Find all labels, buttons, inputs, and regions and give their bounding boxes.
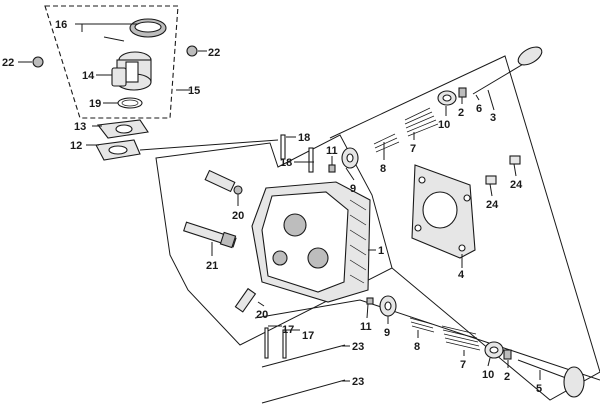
callout-1: 1 <box>378 245 384 257</box>
callout-15: 15 <box>188 85 200 97</box>
cylinder-head <box>251 181 371 303</box>
callout-20-top: 20 <box>232 210 244 222</box>
valve-keeper-top <box>458 87 467 98</box>
callout-6: 6 <box>476 103 482 115</box>
cylinder-head-gasket <box>411 164 476 259</box>
callout-9-bottom: 9 <box>384 327 390 339</box>
callout-8-bottom: 8 <box>414 341 420 353</box>
callouts: 16 22 22 14 15 19 13 12 18 18 11 9 20 21… <box>2 19 542 395</box>
valve-spring-inner-top <box>373 133 400 153</box>
callout-21: 21 <box>206 260 218 272</box>
dowel-24-a <box>485 175 497 185</box>
valve-spring-outer-top <box>404 107 439 137</box>
thermostat <box>111 67 127 87</box>
callout-18-top: 18 <box>298 132 310 144</box>
bolt-22-left <box>32 56 44 68</box>
exhaust-valve <box>517 359 585 398</box>
callout-24-left: 24 <box>486 199 499 211</box>
long-stud-23-a <box>261 344 346 368</box>
callout-3: 3 <box>490 112 496 124</box>
exhaust-valve-frame <box>254 299 600 381</box>
thermostat-gasket-13 <box>96 119 149 139</box>
leader-frame-to-12 <box>139 139 279 151</box>
callout-22-left: 22 <box>2 57 14 69</box>
callout-23-bottom: 23 <box>352 376 364 388</box>
valve-spring-outer-bottom <box>441 325 481 351</box>
callout-11-bottom: 11 <box>360 321 372 333</box>
stud-18-a <box>280 134 286 160</box>
bolt-22-right <box>186 45 198 57</box>
leader-lines <box>18 23 541 382</box>
callout-17-right: 17 <box>302 330 314 342</box>
callout-10-bottom: 10 <box>482 369 494 381</box>
thermostat-gasket-12 <box>95 139 141 161</box>
dowel-11-top <box>328 164 336 173</box>
valve-spring-inner-bottom <box>409 317 435 333</box>
callout-19: 19 <box>89 98 101 110</box>
dowel-24-b <box>509 155 521 165</box>
temperature-sensor <box>204 169 243 195</box>
spark-plug <box>183 221 237 249</box>
callout-23-top: 23 <box>352 341 364 353</box>
thermostat-group-frame <box>44 5 179 119</box>
valve-retainer-bottom <box>484 341 504 359</box>
callout-7-bottom: 7 <box>460 359 466 371</box>
intake-valve <box>472 46 543 95</box>
valve-seat-washer-top <box>341 147 359 169</box>
stud-18-b <box>308 147 314 173</box>
thermostat-o-ring <box>117 97 143 109</box>
callout-12: 12 <box>70 140 82 152</box>
callout-22-right: 22 <box>208 47 220 59</box>
callout-5: 5 <box>536 383 542 395</box>
callout-4: 4 <box>458 269 465 281</box>
callout-20-bottom: 20 <box>256 309 268 321</box>
callout-2-bottom: 2 <box>504 371 510 383</box>
sensor-20-lower <box>234 287 257 313</box>
callout-24-right: 24 <box>510 179 523 191</box>
hose-clamp <box>129 18 167 38</box>
callout-9-top: 9 <box>350 183 356 195</box>
hose-clamp-screw <box>103 36 125 42</box>
callout-18-mid: 18 <box>280 157 292 169</box>
callout-14: 14 <box>82 70 95 82</box>
callout-16: 16 <box>55 19 67 31</box>
dowel-11-bottom <box>366 297 374 305</box>
callout-17-left: 17 <box>282 324 294 336</box>
valve-keeper-bottom <box>503 349 512 360</box>
cylinder-head-frame <box>155 134 393 346</box>
stud-17 <box>264 327 287 359</box>
callout-10-top: 10 <box>438 119 450 131</box>
callout-7-top: 7 <box>410 143 416 155</box>
callout-11-top: 11 <box>326 145 338 157</box>
callout-2-top: 2 <box>458 107 464 119</box>
valve-retainer-top <box>437 90 457 106</box>
long-stud-23-b <box>261 379 346 404</box>
callout-8-top: 8 <box>380 163 386 175</box>
valve-seat-washer-bottom <box>379 295 397 317</box>
callout-13: 13 <box>74 121 86 133</box>
